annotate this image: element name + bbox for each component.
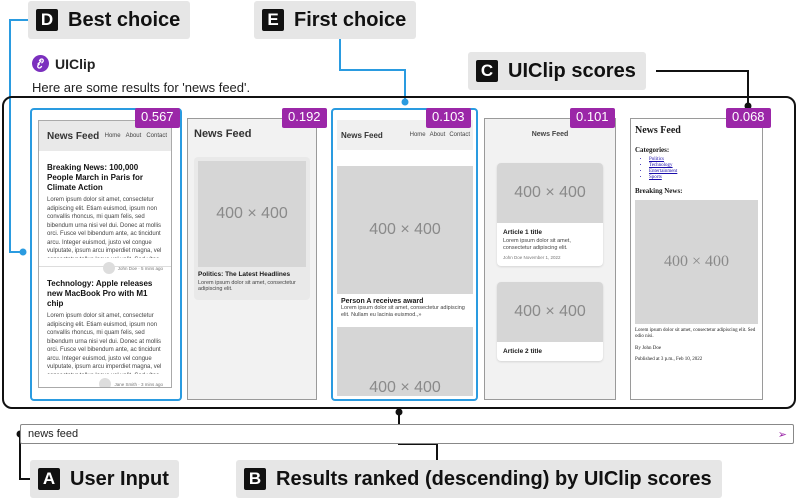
score-badge: 0.068	[726, 108, 771, 128]
article-item: Technology: Apple releases new MacBook P…	[39, 267, 171, 387]
article-tile: 400 × 400 Politics: The Latest Headlines…	[194, 157, 310, 300]
avatar	[99, 378, 112, 387]
nav-about: About	[429, 132, 446, 138]
article-meta: Jane Smith · 3 mins ago	[47, 378, 163, 387]
image-placeholder: 400 × 400	[198, 161, 306, 267]
card-header: News Feed Home About Contact	[337, 120, 473, 150]
connector-b-dot	[395, 408, 403, 416]
callout-best-choice: D Best choice	[28, 1, 191, 39]
nav-about: About	[125, 133, 142, 139]
link-icon	[32, 55, 49, 72]
article-tile: 400 × 400 Article 2 title	[497, 282, 603, 361]
app-name: UIClip	[55, 55, 96, 72]
category-link[interactable]: Politics	[649, 157, 758, 163]
result-card-3[interactable]: News Feed Home About Contact 400 × 400 P…	[331, 108, 478, 401]
nav-home: Home	[104, 133, 121, 139]
results-subtitle: Here are some results for 'news feed'.	[32, 80, 251, 95]
image-caption: Lorem ipsum dolor sit amet, consectetur …	[635, 328, 756, 339]
score-badge: 0.101	[570, 108, 615, 128]
categories-label: Categories:	[635, 146, 670, 154]
send-icon[interactable]: ➢	[777, 429, 787, 441]
results-panel	[2, 96, 796, 409]
result-card-1[interactable]: News Feed Home About Contact Breaking Ne…	[30, 108, 182, 401]
callout-user-input: A User Input	[30, 460, 179, 498]
tile-title: Article 2 title	[503, 348, 543, 355]
article-meta: John Doe · 5 mins ago	[47, 262, 163, 274]
result-card-2[interactable]: News Feed 400 × 400 Politics: The Latest…	[187, 118, 317, 400]
tile-text: Lorem ipsum dolor sit amet, consectetur …	[198, 280, 296, 292]
article-tile: 400 × 400 Article 1 title Lorem ipsum do…	[497, 163, 603, 266]
category-list: Politics Technology Entertainment Sports	[649, 157, 758, 181]
item-title: Person A receives award	[341, 298, 424, 305]
image-placeholder: 400 × 400	[497, 282, 603, 342]
callout-text: First choice	[294, 8, 407, 31]
score-badge: 0.103	[426, 108, 471, 128]
callout-letter: B	[244, 468, 266, 490]
card-body: 400 × 400 Person A receives award Lorem …	[337, 150, 473, 396]
tile-meta: John Doe November 1, 2022	[503, 255, 561, 260]
callout-text: Results ranked (descending) by UIClip sc…	[276, 467, 712, 490]
card-title: News Feed	[635, 125, 681, 136]
callout-ranked-results: B Results ranked (descending) by UIClip …	[236, 460, 722, 498]
nav-home: Home	[409, 132, 426, 138]
result-card-4[interactable]: News Feed 400 × 400 Article 1 title Lore…	[484, 118, 616, 400]
breaking-label: Breaking News:	[635, 187, 683, 195]
image-placeholder: 400 × 400	[497, 163, 603, 223]
callout-uiclip-scores: C UIClip scores	[468, 52, 646, 90]
article-item: Breaking News: 100,000 People March in P…	[39, 151, 171, 274]
callout-text: Best choice	[68, 8, 181, 31]
item-text: Lorem ipsum dolor sit amet, consectetur …	[341, 305, 465, 318]
search-input-value: news feed	[28, 428, 79, 440]
nav-contact: Contact	[146, 133, 167, 139]
avatar	[102, 262, 115, 274]
callout-text: User Input	[70, 467, 169, 490]
card-title: News Feed	[341, 130, 383, 140]
article-headline: Technology: Apple releases new MacBook P…	[47, 279, 153, 308]
image-placeholder: 400 × 400	[635, 200, 758, 324]
score-badge: 0.192	[282, 108, 327, 128]
tile-text: Lorem ipsum dolor sit amet, consectetur …	[503, 238, 571, 251]
category-link[interactable]: Sports	[649, 175, 758, 181]
callout-letter: D	[36, 9, 58, 31]
article-body: Lorem ipsum dolor sit amet, consectetur …	[47, 197, 162, 258]
category-link[interactable]: Entertainment	[649, 169, 758, 175]
article-item: Person A receives award Lorem ipsum dolo…	[337, 294, 473, 327]
app-brand: UIClip	[32, 55, 95, 72]
callout-letter: A	[38, 468, 60, 490]
article-body: Lorem ipsum dolor sit amet, consectetur …	[47, 313, 162, 374]
published-line: Published at 3 p.m., Feb 10, 2022	[635, 357, 703, 362]
connector-e	[339, 39, 406, 102]
result-card-5[interactable]: News Feed Categories: Politics Technolog…	[630, 118, 763, 400]
card-title: News Feed	[47, 130, 100, 142]
article-headline: Breaking News: 100,000 People March in P…	[47, 163, 144, 192]
callout-letter: C	[476, 60, 498, 82]
card-body: 400 × 400 Article 1 title Lorem ipsum do…	[485, 149, 615, 399]
category-link[interactable]: Technology	[649, 163, 758, 169]
image-placeholder: 400 × 400	[337, 327, 473, 396]
callout-text: UIClip scores	[508, 59, 636, 82]
callout-letter: E	[262, 9, 284, 31]
author-line: By John Doe	[635, 346, 662, 351]
search-input[interactable]: news feed ➢	[20, 424, 794, 444]
nav-contact: Contact	[449, 132, 470, 138]
score-badge: 0.567	[135, 108, 180, 128]
tile-title: Politics: The Latest Headlines	[198, 271, 291, 278]
image-placeholder: 400 × 400	[337, 166, 473, 294]
tile-title: Article 1 title	[503, 229, 543, 236]
callout-first-choice: E First choice	[254, 1, 417, 39]
card-body: 400 × 400 Politics: The Latest Headlines…	[188, 149, 316, 399]
